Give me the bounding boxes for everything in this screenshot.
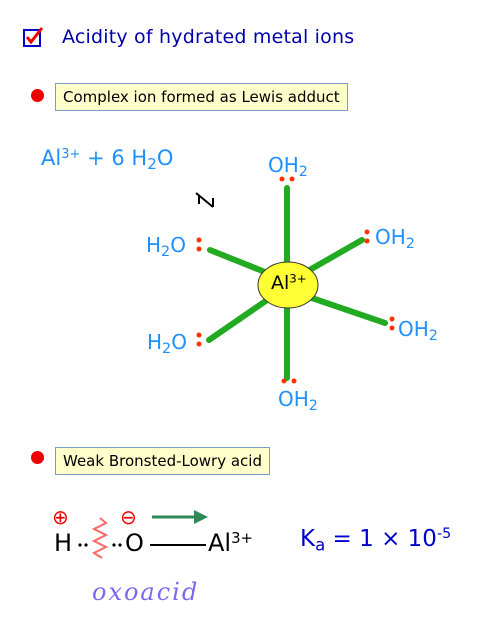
- positive-charge-icon: ⊕: [52, 505, 69, 529]
- oxygen-atom: O: [125, 529, 144, 557]
- bond-lower-right: [303, 293, 388, 326]
- electron-shift-arrow-icon: [152, 510, 208, 524]
- equilibrium-arrow-icon: [195, 192, 214, 208]
- bond-lower-left: [206, 295, 273, 343]
- ligand-bottom: OH2: [278, 387, 318, 415]
- ligand-upper-right: OH2: [375, 225, 415, 253]
- o-al-bond: [150, 544, 206, 546]
- hydrogen-atom: H: [54, 529, 73, 557]
- negative-charge-icon: ⊖: [120, 505, 137, 529]
- page-title: Acidity of hydrated metal ions: [62, 26, 355, 48]
- acid-constant: Ka = 1 × 10-5: [300, 526, 452, 555]
- reaction-equation: Al3+ + 6 H2O: [41, 146, 174, 174]
- center-ion-label: Al3+: [271, 271, 307, 294]
- bond-upper-left: [207, 247, 273, 277]
- aluminum-atom: Al3+: [208, 528, 254, 557]
- bond-upper-right: [303, 237, 365, 275]
- aluminum-center: [257, 261, 319, 309]
- bond-breaking-icon: [78, 517, 122, 559]
- oxoacid-note: oxoacid: [92, 578, 200, 606]
- checkbox-icon: [23, 27, 44, 47]
- lewis-adduct-label: Complex ion formed as Lewis adduct: [55, 83, 348, 111]
- bronsted-acid-label: Weak Bronsted-Lowry acid: [55, 447, 270, 475]
- bullet-icon: [31, 89, 44, 102]
- ligand-top: OH2: [268, 153, 308, 181]
- bullet-icon: [31, 451, 44, 464]
- ligand-lower-left: H2O: [147, 330, 187, 358]
- complex-diagram: [196, 176, 395, 384]
- ligand-lower-right: OH2: [398, 317, 438, 345]
- ligand-upper-left: H2O: [146, 233, 186, 261]
